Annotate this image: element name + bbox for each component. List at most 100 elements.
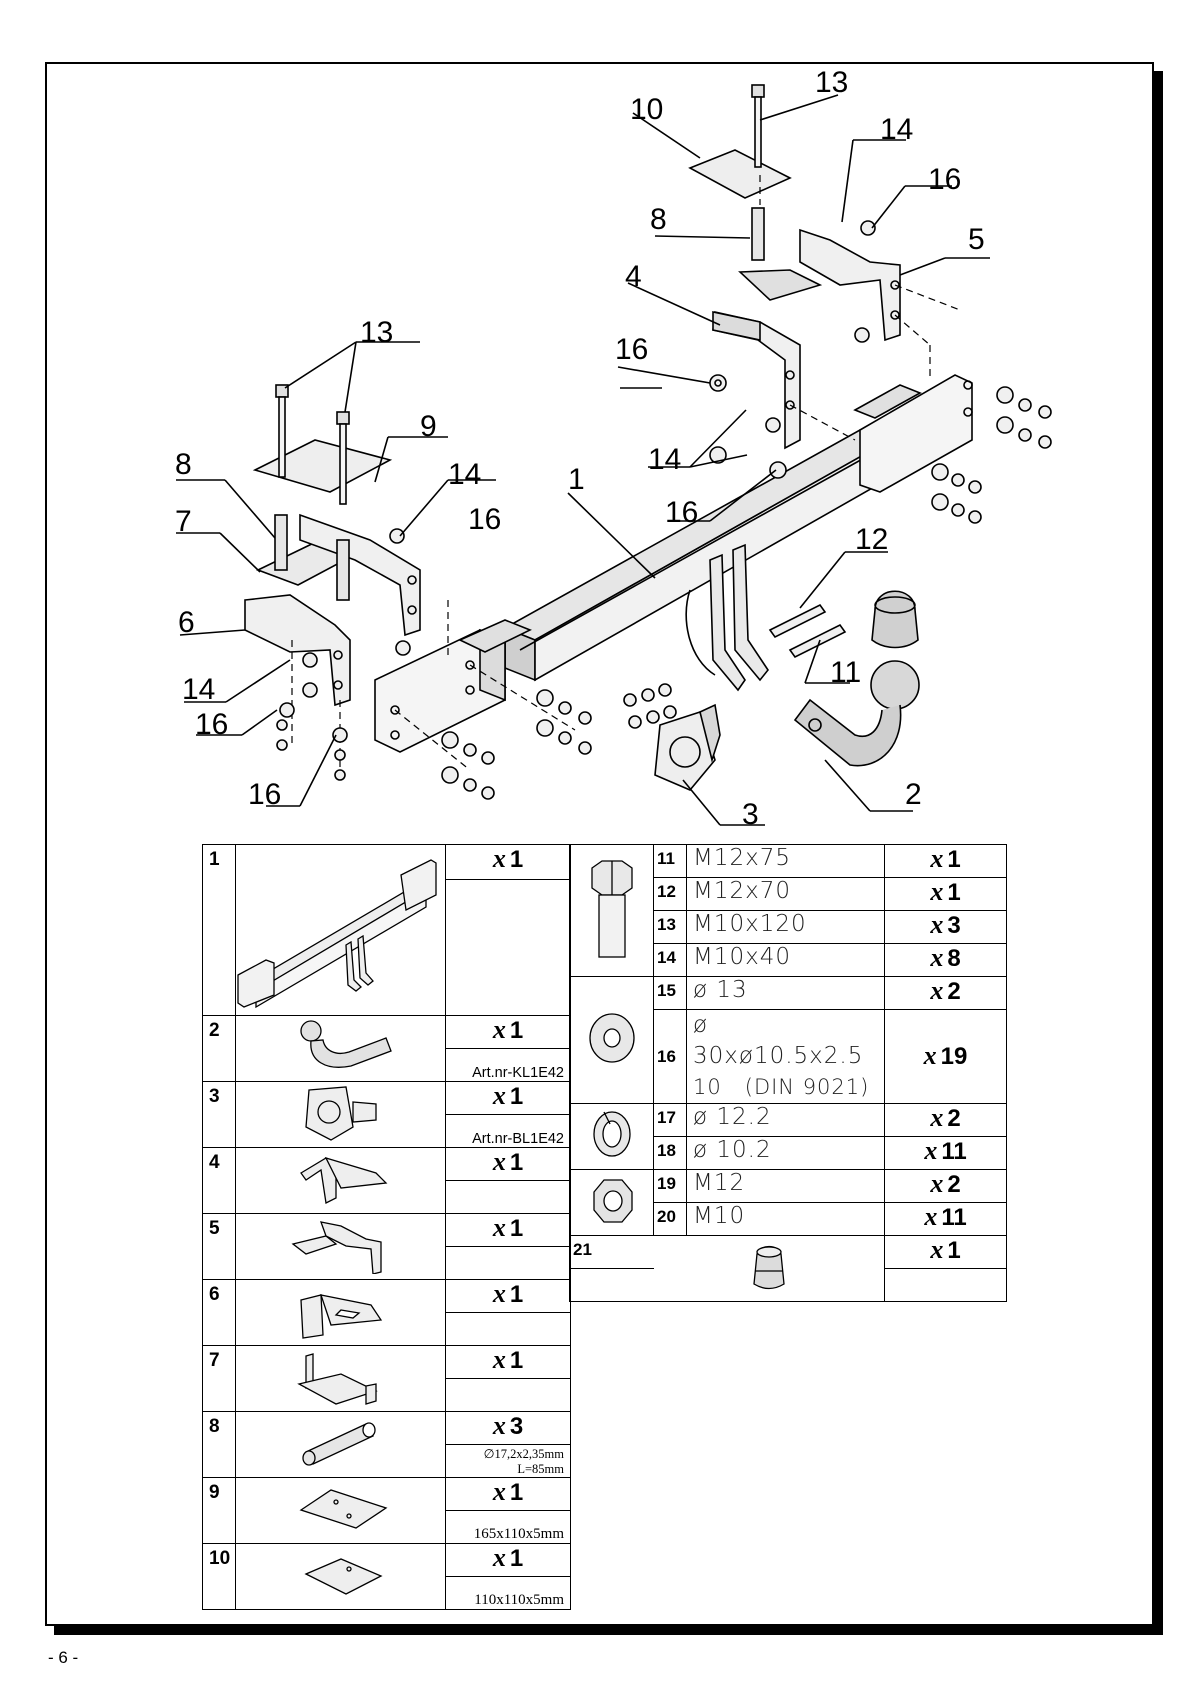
callout-1: 1 [568, 463, 585, 496]
part-4-image-cell [235, 1147, 446, 1214]
multiplier: x [492, 1147, 506, 1176]
callout-10: 10 [630, 93, 664, 126]
part-number: 21 [573, 1240, 592, 1259]
quantity: 1 [509, 1281, 524, 1308]
quantity: 1 [509, 846, 524, 873]
quantity: 19 [940, 1043, 968, 1070]
part-4-note-cell [445, 1180, 571, 1214]
part-7-num-cell: 7 [202, 1345, 236, 1412]
callout-14-mid-right: 14 [648, 443, 682, 476]
nut-image-cell [569, 1169, 654, 1236]
part-spec: ø 13 [693, 977, 748, 1003]
callout-11: 11 [830, 656, 862, 689]
part-8-num-cell: 8 [202, 1411, 236, 1478]
quantity: 2 [947, 1171, 961, 1198]
callout-leaders [176, 94, 990, 826]
part-8-image-cell [235, 1411, 446, 1478]
ball-cap-icon [753, 1245, 785, 1290]
part-8-tube-icon [301, 1422, 376, 1466]
ball-cap [871, 590, 919, 649]
callout-16-mid-right: 16 [615, 333, 649, 366]
quantity: 1 [947, 1237, 961, 1264]
part-number: 4 [209, 1152, 220, 1173]
part-number: 12 [657, 882, 676, 901]
quantity: 1 [509, 1083, 524, 1110]
part-5-image-cell [235, 1213, 446, 1280]
part-7-bracket-icon [296, 1353, 378, 1405]
part-13-num-cell: 13 [653, 910, 687, 944]
part-number: 20 [657, 1207, 676, 1226]
part-number: 7 [209, 1350, 220, 1371]
part-9-plate [252, 439, 393, 493]
part-3-note-cell: Art.nr-BL1E42 [445, 1114, 571, 1148]
part-number: 15 [657, 981, 676, 1000]
part-21-blank-cell [569, 1268, 654, 1302]
part-number: 5 [209, 1218, 220, 1239]
part-spec: M10 [693, 1203, 746, 1229]
part-2-note-cell: Art.nr-KL1E42 [445, 1048, 571, 1082]
part-number: 10 [209, 1548, 231, 1569]
part-5-num-cell: 5 [202, 1213, 236, 1280]
part-2-towball-icon [299, 1020, 392, 1068]
quantity: 1 [509, 1149, 524, 1176]
part-21-num-cell: 21 [569, 1235, 654, 1269]
part-6-note-cell [445, 1312, 571, 1346]
part-7-image-cell [235, 1345, 446, 1412]
part-19-spec-cell: M12 [686, 1169, 885, 1203]
part-15-num-cell: 15 [653, 976, 687, 1010]
part-12-spec-cell: M12x70 [686, 877, 885, 911]
callout-8-left: 8 [175, 448, 192, 481]
multiplier: x [492, 1213, 506, 1242]
part-spec: ø 10.2 [693, 1137, 772, 1163]
page-number: - 6 - [48, 1648, 79, 1667]
quantity: 1 [509, 1479, 524, 1506]
part-10-note-cell: 110x110x5mm [445, 1576, 571, 1610]
part-16-num-cell: 16 [653, 1009, 687, 1104]
multiplier: x [930, 1103, 944, 1132]
part-2-image-cell [235, 1015, 446, 1082]
quantity: 1 [509, 1545, 524, 1572]
multiplier: x [492, 1543, 506, 1572]
hex-nut-icon [592, 1179, 633, 1223]
part-11-spec-cell: M12x75 [686, 844, 885, 878]
multiplier: x [492, 1345, 506, 1374]
part-spec: M12x75 [693, 845, 791, 871]
part-4-left-bracket [299, 513, 421, 637]
part-number: 18 [657, 1141, 676, 1160]
part-9-plate-icon [299, 1489, 387, 1529]
part-9-note-cell: 165x110x5mm [445, 1510, 571, 1544]
part-number: 6 [209, 1284, 220, 1305]
quantity: 1 [947, 879, 961, 906]
dimension-label: 110x110x5mm [474, 1592, 564, 1608]
part-number: 17 [657, 1108, 676, 1127]
spring-washer-icon [592, 1111, 631, 1157]
flat-washer-icon [588, 1012, 635, 1063]
part-8-tube-right [751, 207, 765, 261]
part-spec: M12x70 [693, 878, 791, 904]
quantity: 11 [941, 1204, 967, 1231]
part-4-num-cell: 4 [202, 1147, 236, 1214]
part-spec: M10x40 [693, 944, 791, 970]
part-10-plate-icon [303, 1558, 383, 1595]
part-10-plate [688, 149, 792, 199]
bolts-11-12 [768, 603, 847, 659]
part-9-image-cell [235, 1477, 446, 1544]
multiplier: x [492, 1279, 506, 1308]
crossbar-right-bracket [853, 374, 973, 493]
part-12-num-cell: 12 [653, 877, 687, 911]
callout-16-lower-right: 16 [665, 496, 699, 529]
part-6-image-cell [235, 1279, 446, 1346]
part-number: 13 [657, 915, 676, 934]
multiplier: x [930, 877, 944, 906]
part-18-num-cell: 18 [653, 1136, 687, 1170]
